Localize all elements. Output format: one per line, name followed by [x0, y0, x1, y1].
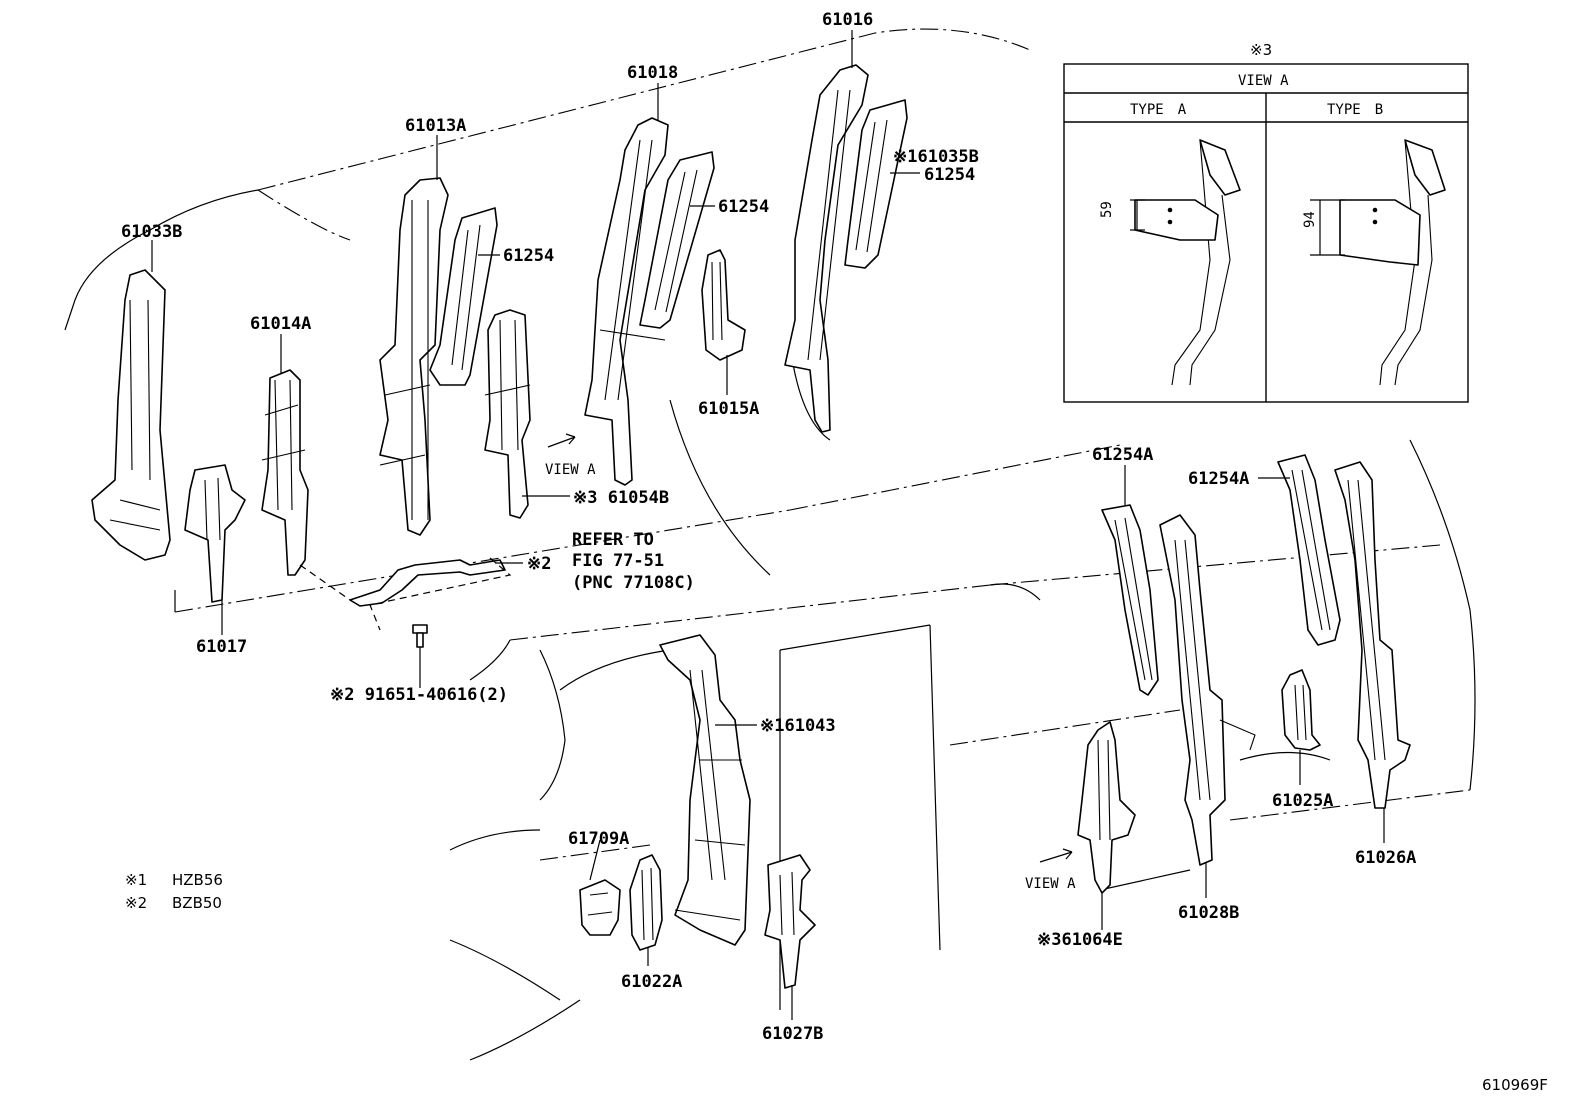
label-61025A: 61025A: [1272, 791, 1333, 811]
inset-mark: ※3: [1250, 41, 1272, 59]
part-labels: 61016 61018 61013A 61033B 61014A 61254 6…: [121, 10, 1416, 1044]
label-ref2: ※2: [527, 554, 551, 574]
label-61033B: 61033B: [121, 222, 182, 242]
part-61254-right-shape: [844, 99, 908, 269]
label-61043: ※161043: [760, 716, 836, 736]
label-view-a-upper: VIEW A: [545, 462, 596, 478]
footnotes: ※1 HZB56 ※2 BZB50: [125, 871, 223, 912]
part-61014A-shape: [261, 369, 309, 576]
part-61025A-shape: [1281, 669, 1321, 751]
label-61017: 61017: [196, 637, 247, 657]
inset-type-b-drawing: 94: [1302, 139, 1446, 386]
diagram-id: 610969F: [1482, 1076, 1548, 1094]
part-61026A-shape: [1334, 461, 1411, 809]
label-61709A: 61709A: [568, 829, 629, 849]
label-61035B: ※161035B: [893, 147, 979, 167]
label-61254-mid: 61254: [718, 197, 769, 217]
label-61026A: 61026A: [1355, 848, 1416, 868]
label-61254-right: 61254: [924, 165, 975, 185]
inset-type-a: TYPE A: [1130, 102, 1187, 118]
part-61033B-shape: [91, 269, 171, 561]
label-61013A: 61013A: [405, 116, 466, 136]
part-61254-left-shape: [429, 207, 498, 386]
part-61018-shape: [584, 117, 669, 486]
part-61064E-shape: [1077, 721, 1136, 894]
refer-to-line3: (PNC 77108C): [572, 573, 695, 593]
label-61054B: ※3 61054B: [573, 488, 669, 508]
vehicle-body-outline: [64, 28, 1476, 1061]
inset-dim-a: 59: [1099, 201, 1115, 218]
inset-title: VIEW A: [1238, 73, 1289, 89]
part-bracket-77108C-shape: [299, 557, 512, 631]
label-61064E: ※361064E: [1037, 930, 1123, 950]
inset-type-a-drawing: 59: [1099, 139, 1241, 386]
label-61027B: 61027B: [762, 1024, 823, 1044]
part-61043-shape: [659, 634, 751, 946]
label-61254A-right: 61254A: [1188, 469, 1249, 489]
view-a-inset: ※3 VIEW A TYPE A TYPE B 59: [1063, 41, 1469, 403]
note-2-text: BZB50: [172, 894, 222, 912]
note-1-text: HZB56: [172, 871, 223, 889]
note-2-mark: ※2: [125, 894, 147, 912]
part-61013A-shape: [379, 177, 449, 536]
label-61018: 61018: [627, 63, 678, 83]
part-61017-shape: [184, 464, 246, 603]
part-61028B-shape: [1159, 514, 1256, 866]
refer-to-line1: REFER TO: [572, 530, 654, 550]
label-61028B: 61028B: [1178, 903, 1239, 923]
inset-dim-b: 94: [1302, 211, 1318, 228]
note-1-mark: ※1: [125, 871, 147, 889]
label-61254A-left: 61254A: [1092, 445, 1153, 465]
bolt-91651-shape: [412, 624, 428, 680]
label-91651-40616: ※2 91651-40616(2): [330, 685, 508, 705]
part-61015A-shape: [701, 249, 746, 361]
label-61254-left: 61254: [503, 246, 554, 266]
label-61014A: 61014A: [250, 314, 311, 334]
part-61027B-shape: [764, 854, 816, 989]
part-61709A-shape: [579, 879, 621, 936]
part-61254-mid-shape: [639, 151, 715, 329]
inset-type-b: TYPE B: [1327, 102, 1383, 118]
refer-to-line2: FIG 77-51: [572, 551, 664, 571]
part-61016-shape: [784, 64, 869, 433]
label-61015A: 61015A: [698, 399, 759, 419]
label-61022A: 61022A: [621, 972, 682, 992]
leader-lines: [151, 30, 1385, 1020]
label-view-a-lower: VIEW A: [1025, 876, 1076, 892]
part-61254A-right-shape: [1277, 454, 1341, 646]
part-61022A-shape: [629, 854, 663, 951]
part-61054B-shape: [484, 309, 531, 519]
label-61016: 61016: [822, 10, 873, 30]
part-61254A-left-shape: [1101, 504, 1159, 696]
